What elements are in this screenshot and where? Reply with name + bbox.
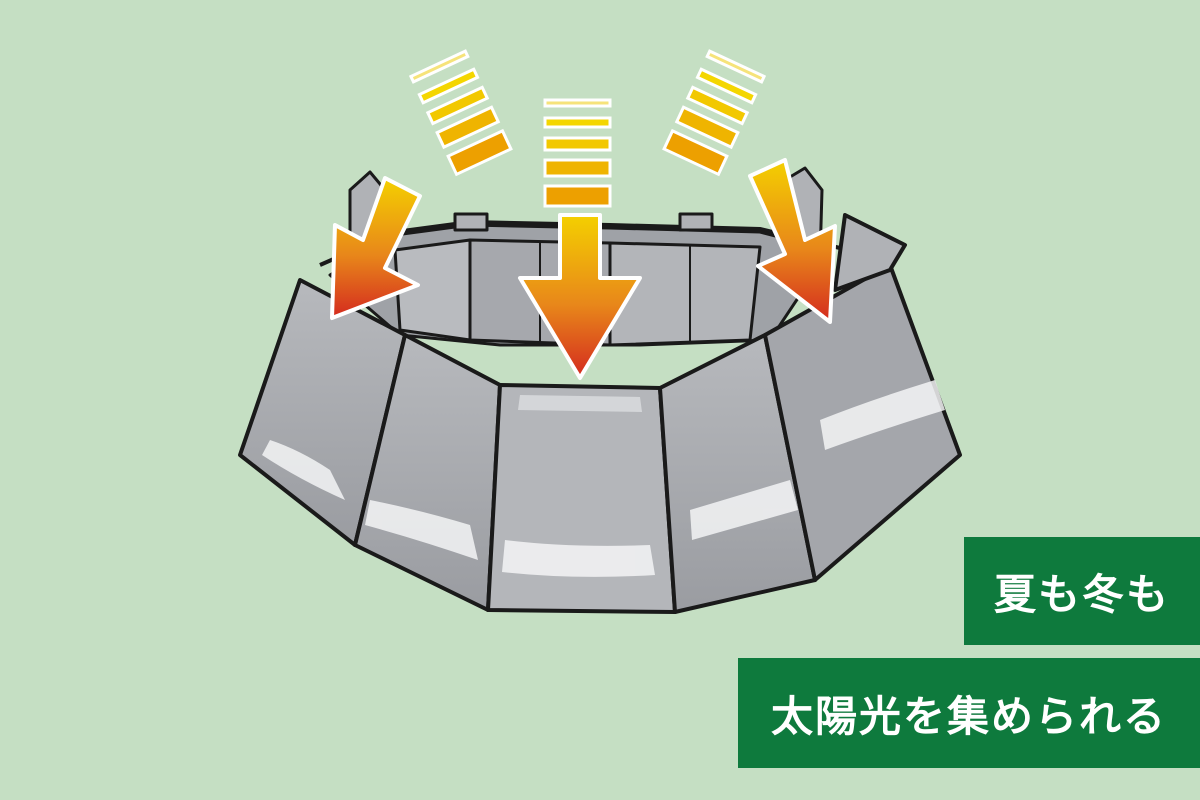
panel-center — [486, 383, 677, 614]
arrow-right — [748, 158, 837, 324]
arrow-center — [518, 213, 642, 380]
arrow-left — [330, 176, 422, 320]
caption-text-seasons: 夏も冬も — [993, 569, 1170, 619]
panel-right-tab — [833, 213, 907, 292]
caption-box-seasons: 夏も冬も — [964, 537, 1200, 645]
sunlight-arrows — [330, 158, 837, 380]
caption-text-sunlight: 太陽光を集められる — [770, 691, 1167, 741]
panel-reflections — [262, 380, 945, 577]
caption-box-sunlight: 太陽光を集められる — [738, 658, 1200, 768]
sunlight-streaks — [408, 49, 767, 208]
